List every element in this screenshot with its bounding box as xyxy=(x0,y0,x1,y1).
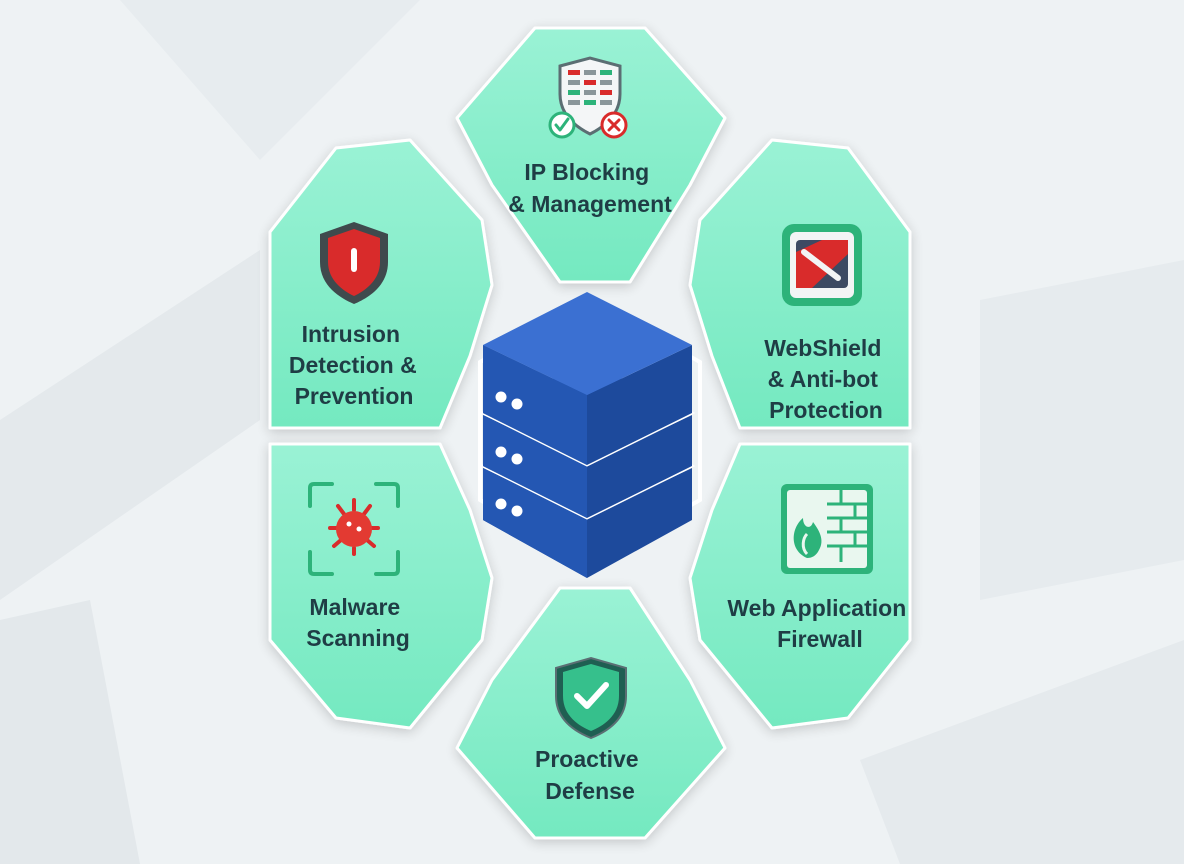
segment-label-line: Defense xyxy=(545,778,634,804)
segment-label-line: Protection xyxy=(769,397,883,423)
segment-labels: IP Blocking & Management WebShield & Ant… xyxy=(289,159,912,804)
bug-scan-icon xyxy=(308,482,400,576)
segment-label-line: & Anti-bot xyxy=(768,366,879,392)
server-stack-icon xyxy=(479,292,696,578)
segment-label-line: Malware xyxy=(309,594,400,620)
segment-label-intrusion: Intrusion Detection & Prevention xyxy=(289,321,423,409)
segment-label-line: IP Blocking xyxy=(524,159,649,185)
segment-label-proactive: Proactive Defense xyxy=(535,746,645,804)
segment-label-line: Proactive xyxy=(535,746,639,772)
segment-label-line: & Management xyxy=(508,191,672,217)
segment-label-line: Intrusion xyxy=(302,321,400,347)
anti-bot-icon xyxy=(782,224,862,306)
segment-label-ip: IP Blocking & Management xyxy=(508,159,672,217)
segment-label-line: Web Application xyxy=(727,595,906,621)
firewall-icon xyxy=(781,484,873,574)
segment-ip[interactable] xyxy=(455,26,727,284)
segment-label-webshield: WebShield & Anti-bot Protection xyxy=(764,335,888,423)
segment-label-line: Detection & xyxy=(289,352,417,378)
segment-label-line: WebShield xyxy=(764,335,881,361)
segment-label-line: Firewall xyxy=(777,626,863,652)
segment-malware[interactable] xyxy=(268,442,494,730)
ip-shield-icon xyxy=(548,56,628,139)
segment-label-malware: Malware Scanning xyxy=(306,594,410,651)
segment-label-waf: Web Application Firewall xyxy=(727,595,912,652)
segment-label-line: Scanning xyxy=(306,625,410,651)
check-shield-icon xyxy=(555,656,627,740)
alert-shield-icon xyxy=(320,222,388,304)
segment-label-line: Prevention xyxy=(295,383,414,409)
